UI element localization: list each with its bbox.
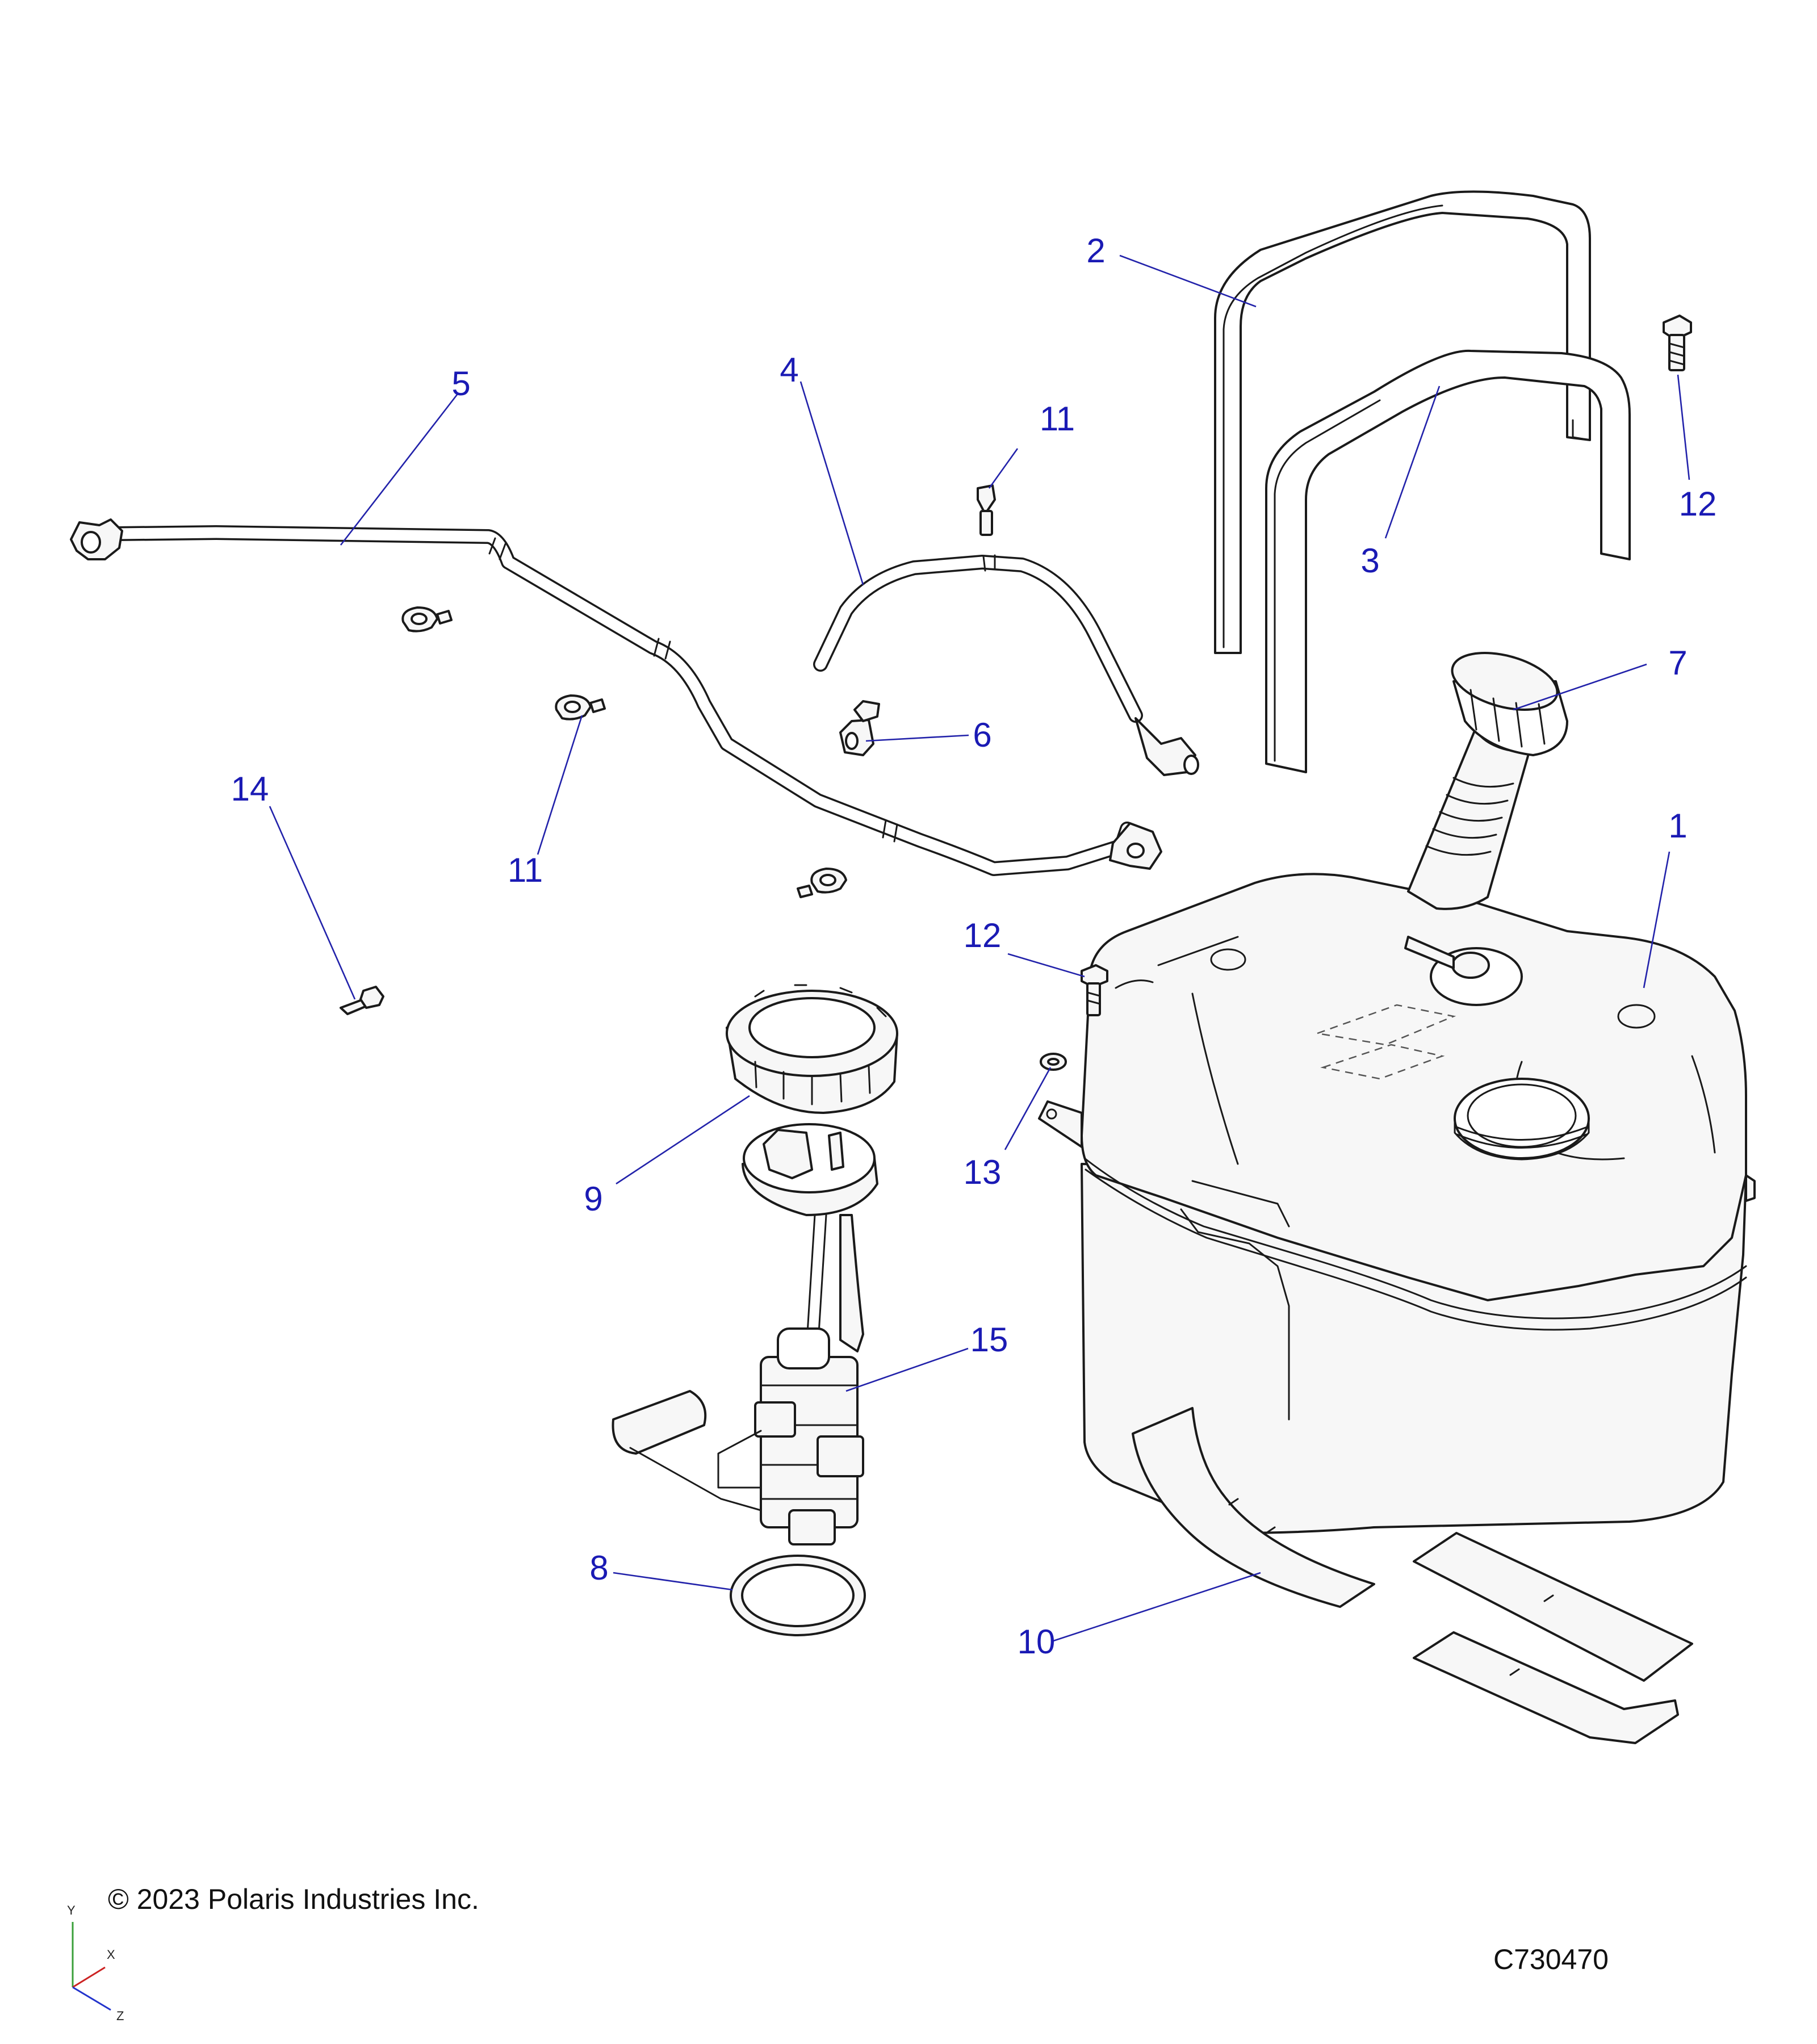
bolt-12-upper bbox=[1663, 315, 1692, 371]
z-axis-label: Z bbox=[116, 2009, 124, 2023]
tank-pads bbox=[1132, 1407, 1693, 1744]
callout-13: 13 bbox=[964, 1153, 1002, 1191]
callout-14: 14 bbox=[231, 770, 269, 808]
callout-12-center: 12 bbox=[964, 916, 1002, 954]
callout-1: 1 bbox=[1668, 807, 1687, 845]
callout-10: 10 bbox=[1018, 1623, 1056, 1661]
clip-11-top bbox=[977, 484, 996, 536]
callout-12-right: 12 bbox=[1679, 485, 1717, 523]
fuel-line bbox=[70, 518, 1162, 876]
connector-elbow bbox=[839, 700, 880, 756]
callout-5: 5 bbox=[451, 365, 470, 403]
tank-strap-small bbox=[1265, 349, 1631, 773]
vent-hose bbox=[813, 554, 1199, 776]
z-axis-line bbox=[72, 1986, 111, 2011]
hose-clamp-middle bbox=[555, 694, 606, 721]
copyright-text: © 2023 Polaris Industries Inc. bbox=[108, 1883, 479, 1915]
callout-2: 2 bbox=[1086, 232, 1105, 270]
leader-lines bbox=[269, 254, 1690, 1642]
callout-11-bottom: 11 bbox=[508, 851, 543, 889]
callout-labels: 1 2 3 4 5 6 7 8 9 10 11 11 12 12 13 14 1… bbox=[231, 232, 1717, 1661]
x-axis-label: X bbox=[107, 1947, 115, 1962]
fuel-pump-module bbox=[612, 1123, 878, 1545]
callout-11-top: 11 bbox=[1040, 400, 1075, 438]
callout-6: 6 bbox=[973, 716, 991, 754]
callout-8: 8 bbox=[589, 1549, 608, 1587]
hose-clamp-lower bbox=[797, 868, 847, 898]
bolt-14 bbox=[340, 986, 384, 1015]
lock-ring bbox=[726, 984, 898, 1114]
fuel-tank bbox=[1038, 713, 1756, 1534]
fuel-cap bbox=[1451, 652, 1568, 756]
x-axis-line bbox=[72, 1966, 106, 1988]
washer-13 bbox=[1040, 1053, 1067, 1071]
drawing-number: C730470 bbox=[1493, 1944, 1609, 1975]
callout-15: 15 bbox=[970, 1321, 1008, 1359]
callout-9: 9 bbox=[584, 1180, 602, 1218]
tank-strap-large bbox=[1214, 190, 1591, 654]
y-axis-label: Y bbox=[67, 1903, 76, 1917]
axis-triad: Y X Z bbox=[67, 1903, 124, 2023]
callout-3: 3 bbox=[1360, 542, 1379, 580]
o-ring-seal bbox=[730, 1555, 866, 1636]
bolt-12-center bbox=[1081, 964, 1108, 1016]
hose-clamp-upper bbox=[401, 606, 453, 633]
callout-7: 7 bbox=[1668, 644, 1687, 682]
callout-4: 4 bbox=[780, 351, 798, 389]
